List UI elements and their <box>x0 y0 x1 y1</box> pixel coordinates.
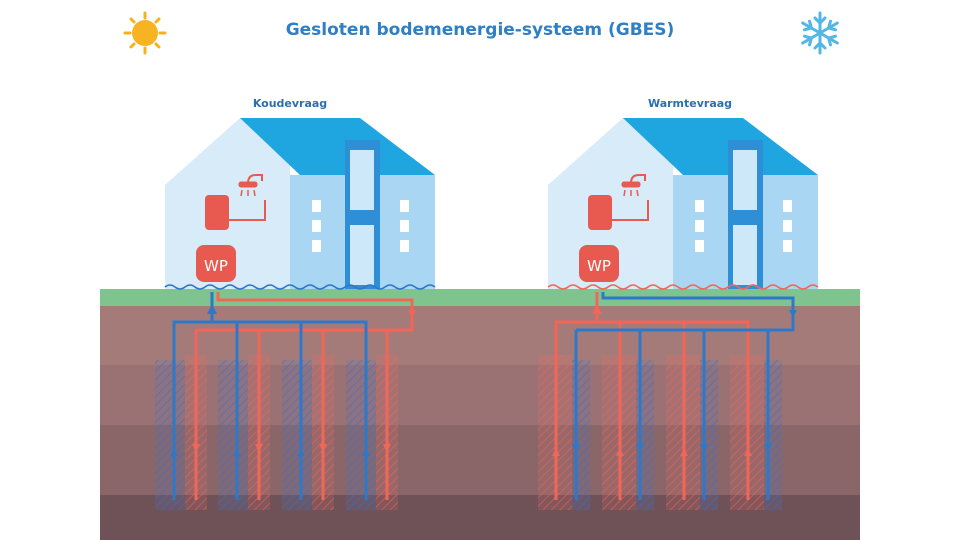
left-borehole-field <box>155 292 416 510</box>
right-house: WP <box>547 118 819 290</box>
left-house-label: Koudevraag <box>252 97 328 110</box>
heat-pump-icon <box>579 245 619 282</box>
heat-pump-label: WP <box>587 257 611 275</box>
shower-icon <box>238 174 263 197</box>
left-house: WP <box>164 118 436 290</box>
grass-strip <box>100 289 860 306</box>
snowflake-icon <box>801 11 839 55</box>
right-house-label: Warmtevraag <box>647 97 733 110</box>
shower-icon <box>621 174 646 197</box>
heat-pump-label: WP <box>204 257 228 275</box>
right-borehole-field <box>538 292 797 510</box>
sun-icon <box>123 11 167 55</box>
heat-pump-icon <box>196 245 236 282</box>
page-title: Gesloten bodemenergie-systeem (GBES) <box>285 20 675 40</box>
boiler-icon <box>588 195 612 230</box>
boiler-icon <box>205 195 229 230</box>
